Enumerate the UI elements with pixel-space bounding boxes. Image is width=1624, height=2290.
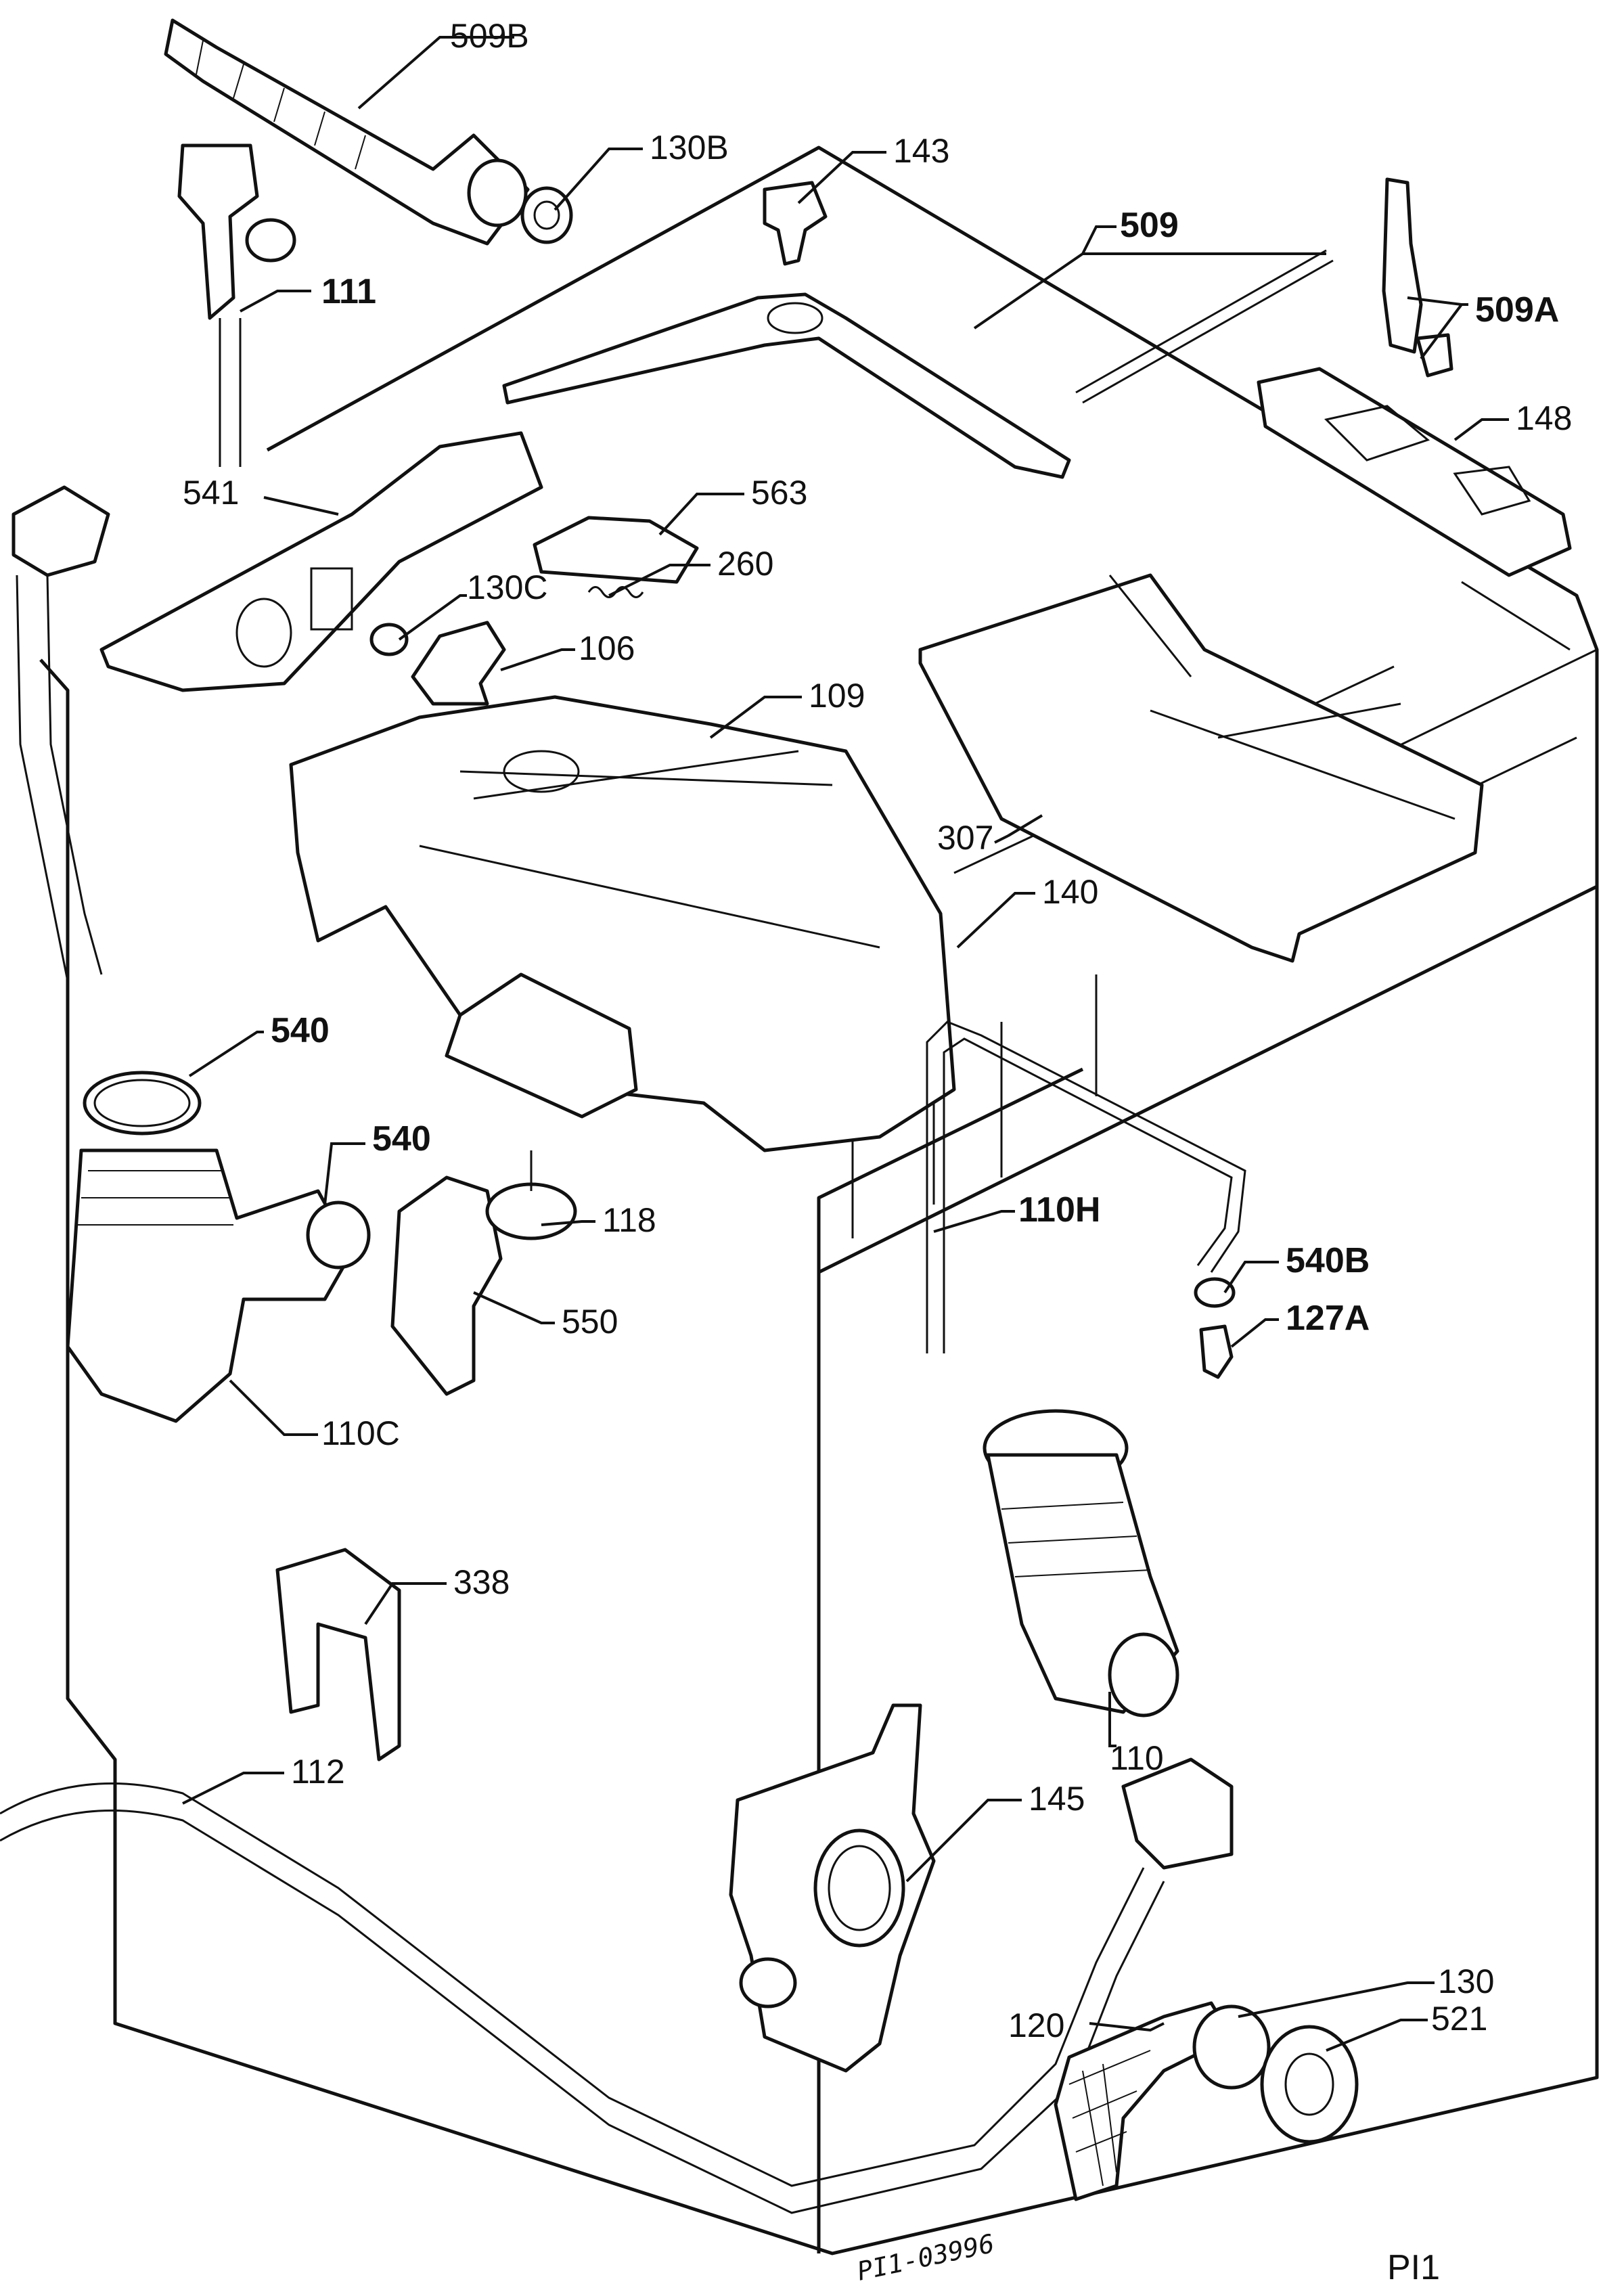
leader-lines [182,36,1509,2052]
part-111-valve [177,143,296,467]
part-130c-106-valve-small [369,621,506,706]
part-130-seal [1192,2004,1271,2090]
label-540-mid: 540 [372,1119,431,1159]
part-127a-nozzle [1199,1324,1234,1379]
label-110: 110 [1110,1739,1164,1777]
part-110c-sump-hose [66,1148,354,1423]
part-541-bracket [99,431,543,692]
label-110c: 110C [321,1414,400,1452]
part-540-clamp-small [306,1200,371,1270]
part-110h-hose [926,1020,1246,1353]
label-338: 338 [453,1563,510,1601]
label-106: 106 [579,629,635,667]
label-541: 541 [183,474,239,512]
part-120-filter [1054,2001,1234,2201]
part-110-bellows-hose [983,1409,1179,1718]
part-509-lever-rod [502,249,1334,479]
label-550: 550 [562,1303,618,1341]
label-140: 140 [1042,873,1098,911]
part-143-knob [763,181,828,266]
part-109-dispenser-housing [289,695,956,1152]
part-148-drawer-handle [1257,367,1572,577]
label-148: 148 [1516,399,1572,437]
label-260: 260 [717,545,773,583]
part-563-cover [533,516,699,584]
label-110h: 110H [1018,1190,1100,1230]
page-reference: PI1 [1387,2248,1440,2287]
label-509b: 509B [450,17,529,55]
label-509: 509 [1120,206,1179,245]
label-130c: 130C [467,568,548,606]
part-307-drawer [918,573,1484,963]
drawing-number: PI1-03996 [855,2228,997,2287]
label-540-top: 540 [271,1011,330,1050]
label-130b: 130B [650,129,729,166]
part-509b-inlet-hose [164,18,530,246]
label-145: 145 [1029,1780,1085,1818]
part-521-cap [1260,2025,1359,2144]
part-540-clamp-large [83,1071,202,1136]
part-labels: 509B 130B 143 509 509A 111 148 541 563 2… [183,17,1572,2044]
part-145-pump-housing [729,1703,936,2073]
label-521: 521 [1431,2000,1487,2038]
label-563: 563 [751,474,807,512]
part-118-impeller [485,1150,577,1240]
part-inlet-elbow-left [12,485,110,982]
part-338-clip [275,1548,401,1761]
part-509a-latch [1382,177,1453,378]
part-130b-washer [520,186,573,244]
label-143: 143 [893,132,949,170]
label-118: 118 [602,1201,656,1239]
label-130: 130 [1438,1962,1494,2000]
label-509a: 509A [1475,290,1559,330]
part-112-drain-hose [0,1757,1234,2214]
label-120: 120 [1008,2006,1064,2044]
part-540b-clamp [1194,1277,1236,1308]
label-112: 112 [291,1753,345,1791]
label-307: 307 [937,819,993,857]
label-540b: 540B [1286,1241,1370,1280]
label-109: 109 [809,677,865,715]
label-111: 111 [321,272,376,311]
label-127a: 127A [1286,1299,1370,1338]
part-550-clip [390,1175,503,1396]
